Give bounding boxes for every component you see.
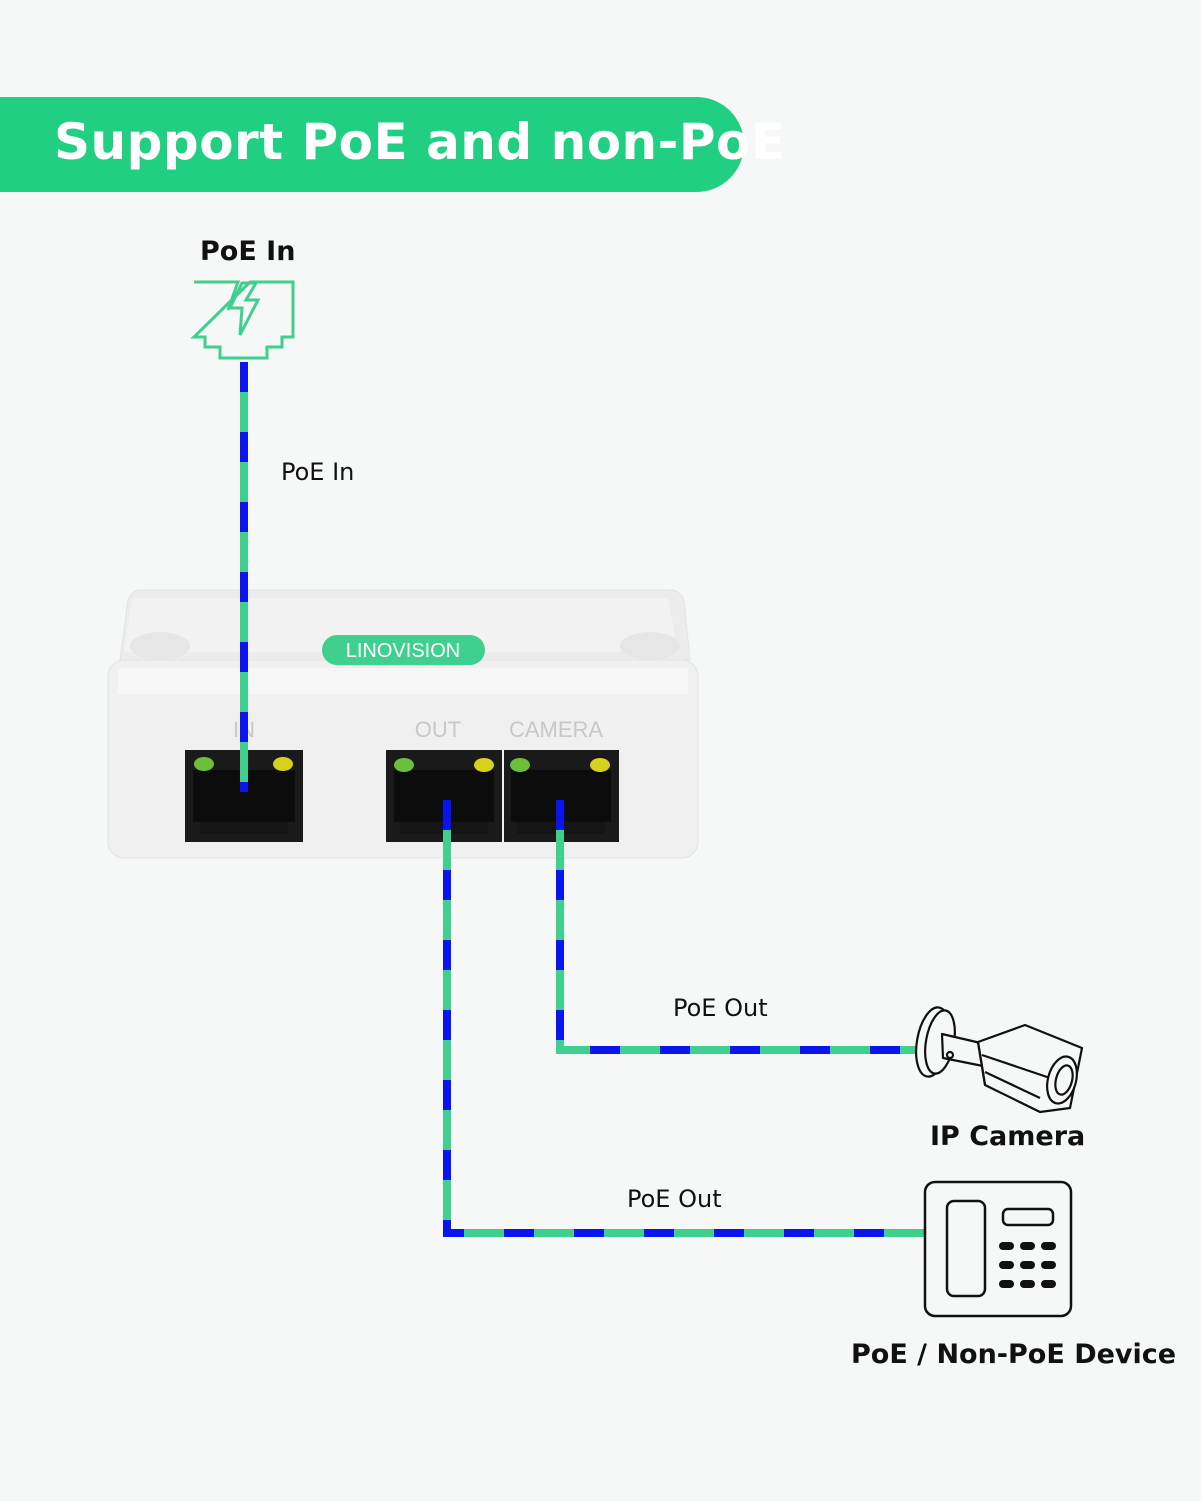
poe-in-icon-label: PoE In: [200, 236, 296, 267]
cable-label-poe-out-camera: PoE Out: [673, 994, 768, 1022]
led-green: [194, 757, 214, 771]
ip-camera-icon: [915, 1006, 1084, 1114]
led-yellow: [273, 757, 293, 771]
cable-label-poe-in: PoE In: [281, 458, 355, 486]
port-label-out: OUT: [415, 717, 461, 742]
brand-label: LINOVISION: [346, 640, 460, 662]
title-banner: [0, 97, 744, 192]
rj45-lightning-icon: [190, 280, 295, 360]
poe-splitter: LINOVISION IN OUT CAMERA: [107, 589, 699, 859]
banner-title: Support PoE and non-PoE: [54, 113, 786, 171]
brand-badge: [322, 635, 485, 665]
ip-phone-icon: [923, 1180, 1073, 1318]
port-label-camera: CAMERA: [509, 717, 603, 742]
cable-poe-out-device: [443, 800, 925, 1237]
device-label: PoE / Non-PoE Device: [851, 1339, 1177, 1370]
cable-label-poe-out-device: PoE Out: [627, 1185, 722, 1213]
ip-camera-label: IP Camera: [930, 1121, 1086, 1152]
cable-poe-out-camera: [556, 800, 915, 1054]
